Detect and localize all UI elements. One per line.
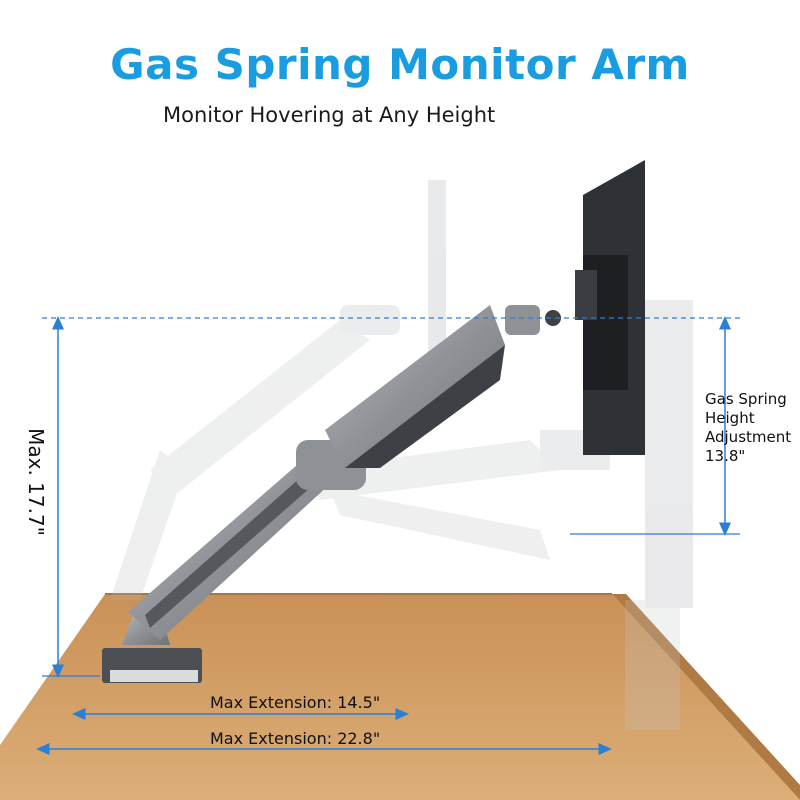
page-subtitle: Monitor Hovering at Any Height xyxy=(163,103,496,127)
gas-spring-label: Gas Spring Height Adjustment 13.8" xyxy=(705,390,791,466)
gas-spring-label-line: Height xyxy=(705,409,755,427)
page-title: Gas Spring Monitor Arm xyxy=(110,40,690,89)
ghost-monitor-right xyxy=(625,300,693,730)
gas-spring-label-line: Adjustment xyxy=(705,428,792,446)
monitor xyxy=(575,160,645,455)
gas-spring-label-line: 13.8" xyxy=(705,447,746,465)
extension-long-label: Max Extension: 22.8" xyxy=(210,729,381,748)
ghost-arm-high xyxy=(110,180,446,600)
extension-short-label: Max Extension: 14.5" xyxy=(210,693,381,712)
monitor-arm xyxy=(102,305,561,683)
dimension-lines xyxy=(36,316,740,755)
max-height-label: Max. 17.7" xyxy=(24,428,48,536)
gas-spring-label-line: Gas Spring xyxy=(705,390,787,408)
